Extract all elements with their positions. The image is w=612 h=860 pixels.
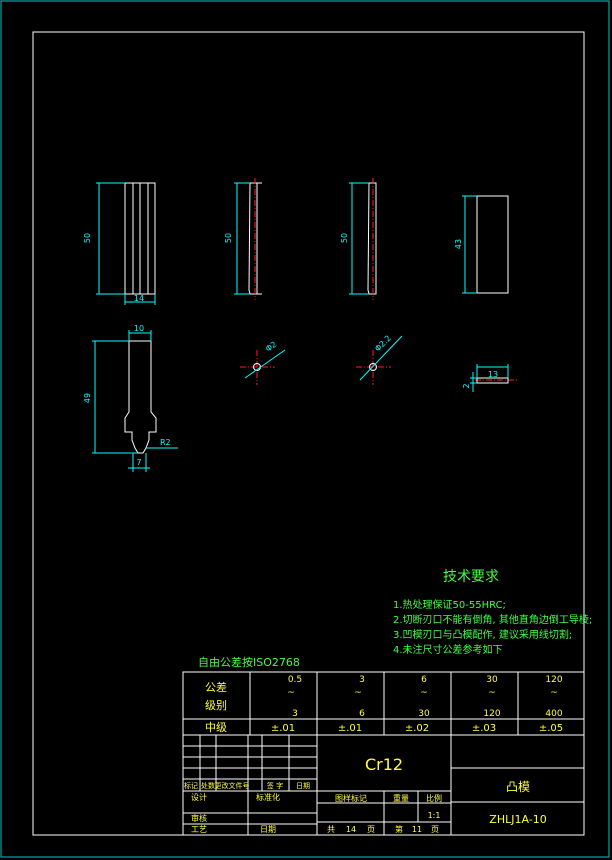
tb-review: 审核 — [191, 813, 207, 823]
tol-range-top: 0.5 — [288, 675, 302, 685]
tb-page-unit-2: 页 — [431, 825, 439, 834]
tb-part-name: 凸模 — [506, 780, 530, 794]
tolerance-table: 自由公差按ISO2768 公差 级别 中级 0.5 ~ 3 3 ~ 6 6 ~ … — [182, 655, 585, 736]
tb-standardize: 标准化 — [256, 792, 280, 802]
tech-line-3: 3.凹模刃口与凸模配作, 建议采用线切割; — [393, 628, 572, 641]
tol-mid-label: 中级 — [205, 721, 227, 734]
tol-value: ±.01 — [338, 723, 362, 734]
tol-range-mid: ~ — [488, 688, 496, 698]
tol-range-mid: ~ — [354, 688, 362, 698]
dim-small-height: 2 — [462, 383, 471, 388]
tb-total-label: 共 — [327, 825, 335, 834]
tb-rev-count: 处数 — [201, 781, 215, 790]
view-profile: 10 49 R2 7 — [83, 324, 178, 472]
tol-value: ±.03 — [472, 723, 496, 734]
tol-range-top: 6 — [421, 675, 427, 685]
tol-range-bot: 30 — [418, 709, 430, 719]
dim-profile-tip: 7 — [136, 458, 141, 467]
dim-profile-height: 49 — [83, 393, 92, 403]
tol-range-bot: 400 — [545, 709, 562, 719]
dim-view3-height: 50 — [340, 233, 349, 243]
dim-view1-height: 50 — [83, 233, 92, 243]
tb-weight: 重量 — [393, 793, 409, 803]
tb-material: Cr12 — [365, 755, 403, 774]
tb-scale-value: 1:1 — [428, 811, 441, 820]
tb-rev-date: 日期 — [296, 782, 310, 790]
tolerance-caption: 自由公差按ISO2768 — [198, 655, 300, 669]
tb-rev-sign: 签 字 — [267, 781, 283, 790]
tol-range-top: 30 — [486, 675, 498, 685]
dim-profile-radius: R2 — [160, 438, 171, 447]
dim-view4-height: 43 — [454, 239, 463, 249]
dim-small-width: 13 — [488, 370, 498, 379]
tb-rev-doc: 更改文件号 — [215, 781, 250, 790]
view-3: 50 — [340, 178, 377, 300]
tb-sheet-no: 11 — [412, 825, 422, 834]
tech-line-1: 1.热处理保证50-55HRC; — [393, 598, 506, 611]
tol-value: ±.05 — [539, 723, 563, 734]
tb-process: 工艺 — [191, 825, 207, 834]
dim-view2-height: 50 — [224, 233, 233, 243]
tech-requirements: 技术要求 1.热处理保证50-55HRC; 2.切断刃口不能有倒角, 其他直角边… — [393, 569, 592, 656]
title-block: 标记 处数 更改文件号 签 字 日期 设计 标准化 审核 工艺 日期 Cr12 … — [182, 734, 585, 836]
tol-range-top: 120 — [545, 675, 562, 685]
tol-range-bot: 3 — [292, 709, 298, 719]
tb-stage-mark: 图样标记 — [335, 793, 367, 803]
tb-drawing-no: ZHLJ1A-10 — [489, 813, 546, 826]
view-2: 50 — [224, 178, 262, 300]
tol-range-mid: ~ — [550, 688, 558, 698]
tol-range-bot: 120 — [483, 709, 500, 719]
tech-line-4: 4.未注尺寸公差参考如下 — [393, 643, 503, 656]
dim-view1-width: 14 — [134, 294, 144, 303]
tech-line-2: 2.切断刃口不能有倒角, 其他直角边倒工导棱; — [393, 613, 592, 626]
tol-range-mid: ~ — [287, 688, 295, 698]
tb-sheet-label: 第 — [395, 824, 403, 834]
tol-grade-label-1: 公差 — [205, 680, 227, 694]
tb-date: 日期 — [260, 825, 276, 834]
tol-range-mid: ~ — [420, 688, 428, 698]
view-4: 43 — [454, 195, 509, 294]
tb-rev-mark: 标记 — [184, 781, 198, 790]
tech-title: 技术要求 — [443, 569, 499, 585]
tb-page-unit: 页 — [367, 825, 375, 834]
tol-value: ±.01 — [271, 723, 295, 734]
tb-total-pages: 14 — [346, 825, 356, 834]
tol-grade-label-2: 级别 — [205, 699, 227, 712]
view-1: 50 14 — [83, 182, 156, 305]
tol-value: ±.02 — [405, 723, 429, 734]
tol-range-bot: 6 — [359, 709, 365, 719]
view-small: 13 2 — [462, 364, 518, 392]
tb-design: 设计 — [191, 792, 207, 802]
tol-range-top: 3 — [359, 675, 365, 685]
dim-profile-top: 10 — [134, 324, 144, 333]
view-circle-1: Φ2 — [240, 340, 286, 385]
tb-scale: 比例 — [426, 793, 442, 803]
